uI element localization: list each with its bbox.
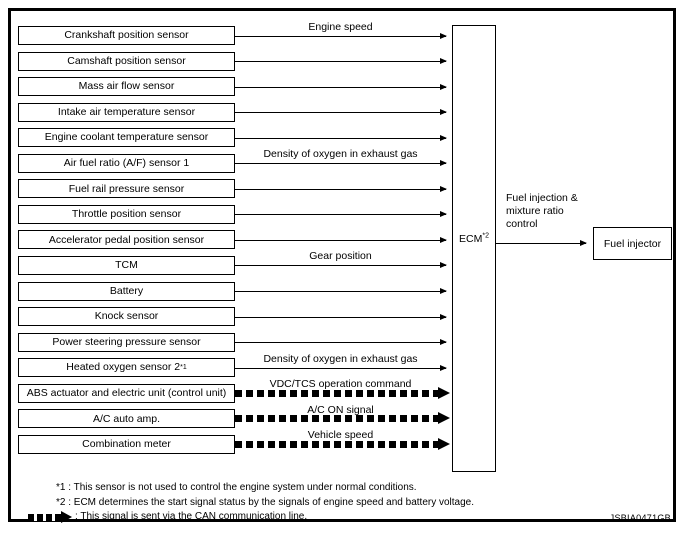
can-signal-arrow xyxy=(235,412,450,425)
signal-arrow xyxy=(235,236,447,243)
input-box-label: Combination meter xyxy=(82,438,171,451)
signal-label: Gear position xyxy=(309,250,372,263)
can-signal-arrow xyxy=(235,386,450,399)
signal-arrow xyxy=(235,160,447,167)
input-box-label: TCM xyxy=(115,259,138,272)
input-box-label: Air fuel ratio (A/F) sensor 1 xyxy=(63,157,190,169)
input-box: Power steering pressure sensor xyxy=(18,332,235,352)
input-box: Engine coolant temperature sensor xyxy=(18,128,235,148)
input-box-label: ABS actuator and electric unit (control … xyxy=(26,386,227,399)
signal-arrow xyxy=(235,339,447,346)
input-box: Throttle position sensor xyxy=(18,204,235,224)
ecm-label: ECM*2 xyxy=(452,232,496,246)
input-box-label: Camshaft position sensor xyxy=(67,54,186,67)
signal-label: Density of oxygen in exhaust gas xyxy=(263,352,418,365)
figure-id: JSBIA0471GB xyxy=(609,513,671,523)
footnote-legend: : This signal is sent via the CAN commun… xyxy=(28,510,616,525)
input-box: Knock sensor xyxy=(18,307,235,327)
input-box-label: Battery xyxy=(109,284,144,297)
signal-arrow xyxy=(235,185,447,192)
input-box: A/C auto amp. xyxy=(18,409,235,429)
can-signal-arrow xyxy=(235,437,450,450)
signal-label: A/C ON signal xyxy=(307,403,374,416)
input-box: Air fuel ratio (A/F) sensor 1 xyxy=(18,153,235,173)
input-box: ABS actuator and electric unit (control … xyxy=(18,383,235,403)
footnote-legend-text: : This signal is sent via the CAN commun… xyxy=(75,511,308,522)
signal-arrow xyxy=(235,313,447,320)
footnotes: *1 : This sensor is not used to control … xyxy=(28,481,616,525)
input-box-label: Power steering pressure sensor xyxy=(52,335,201,348)
input-box-label: Heated oxygen sensor 2 xyxy=(66,361,181,374)
footnote-1: *1 : This sensor is not used to control … xyxy=(56,482,417,493)
input-box: TCM xyxy=(18,255,235,275)
input-box: Crankshaft position sensor xyxy=(18,26,235,45)
input-box-label: Accelerator pedal position sensor xyxy=(48,233,205,246)
signal-arrow xyxy=(235,262,447,269)
output-box-fuel-injector: Fuel injector xyxy=(593,227,672,260)
can-line-icon xyxy=(28,510,72,523)
ecm-block xyxy=(452,25,496,472)
signal-arrow xyxy=(235,32,447,39)
input-box: Accelerator pedal position sensor xyxy=(18,230,235,250)
input-box: Mass air flow sensor xyxy=(18,77,235,97)
input-box-label: Mass air flow sensor xyxy=(78,80,175,93)
signal-arrow xyxy=(235,83,447,90)
output-signal-label: Fuel injection & mixture ratio control xyxy=(506,192,578,230)
input-box-label: Knock sensor xyxy=(94,310,159,323)
diagram-frame xyxy=(8,8,676,522)
output-box-label: Fuel injector xyxy=(603,237,662,250)
output-arrow xyxy=(496,240,587,246)
signal-arrow xyxy=(235,211,447,218)
input-box-label: Fuel rail pressure sensor xyxy=(68,182,185,195)
signal-arrow xyxy=(235,288,447,294)
input-box-label: Engine coolant temperature sensor xyxy=(44,131,209,144)
ecm-label-text: ECM xyxy=(459,233,483,245)
input-box-label: Intake air temperature sensor xyxy=(57,105,196,118)
signal-arrow xyxy=(235,109,447,116)
signal-label: Engine speed xyxy=(308,20,373,33)
input-box: Battery xyxy=(18,281,235,301)
input-box-label: Crankshaft position sensor xyxy=(64,29,189,42)
input-box: Heated oxygen sensor 2*1 xyxy=(18,358,235,378)
ecm-footnote-marker: *2 xyxy=(482,232,489,240)
input-box-label: Throttle position sensor xyxy=(71,208,182,221)
signal-label: VDC/TCS operation command xyxy=(269,378,412,391)
input-box: Camshaft position sensor xyxy=(18,51,235,71)
input-box-label: A/C auto amp. xyxy=(92,412,161,425)
signal-arrow xyxy=(235,134,447,141)
signal-label: Vehicle speed xyxy=(307,429,374,442)
input-box: Fuel rail pressure sensor xyxy=(18,179,235,199)
signal-arrow xyxy=(235,58,447,65)
input-box: Combination meter xyxy=(18,434,235,454)
signal-label: Density of oxygen in exhaust gas xyxy=(263,148,418,161)
input-box: Intake air temperature sensor xyxy=(18,102,235,122)
signal-arrow xyxy=(235,364,447,371)
footnote-2: *2 : ECM determines the start signal sta… xyxy=(56,496,475,508)
